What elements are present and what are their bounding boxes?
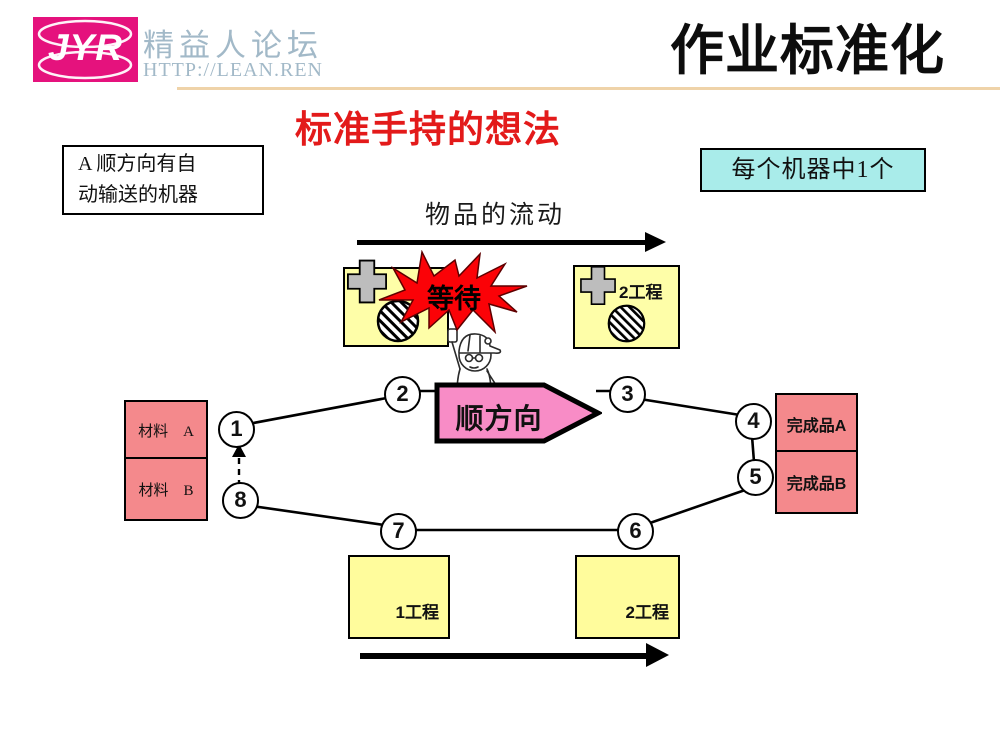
process1-label: 1工程 xyxy=(395,603,439,622)
logo-text: JYR xyxy=(48,27,123,68)
machine-note-line2: 动输送的机器 xyxy=(78,184,198,206)
brand-url: HTTP://LEAN.REN xyxy=(143,59,323,81)
jyr-logo: JYR xyxy=(33,17,138,82)
material-a-box: 材料 A xyxy=(124,400,208,461)
process2-label: 2工程 xyxy=(625,603,669,622)
machine-plus-icon xyxy=(347,259,387,304)
machine-note-line1: A 顺方向有自 xyxy=(78,153,197,175)
station-5: 5 xyxy=(737,459,774,496)
station-4: 4 xyxy=(735,403,772,440)
flow-label: 物品的流动 xyxy=(425,202,566,229)
station-1: 1 xyxy=(218,411,255,448)
machine2-label: 2工程 xyxy=(619,283,663,302)
explosion-icon xyxy=(378,250,528,334)
flow-arrow-head xyxy=(645,232,666,252)
diagram-title: 标准手持的想法 xyxy=(295,109,561,150)
bottom-flow-arrow xyxy=(360,653,648,659)
process1-box: 1工程 xyxy=(348,555,450,639)
machine-plus-icon xyxy=(580,266,616,305)
per-machine-note-box: 每个机器中1个 xyxy=(700,148,926,192)
wait-label: 等待 xyxy=(427,284,481,314)
station-8: 8 xyxy=(222,482,259,519)
direction-label: 顺方向 xyxy=(455,403,543,434)
product-a-box: 完成品A xyxy=(775,393,858,454)
worker-icon xyxy=(447,328,502,394)
machine-note-box: A 顺方向有自 动输送的机器 xyxy=(62,145,264,215)
slide-heading: 作业标准化 xyxy=(670,21,945,81)
hatched-part-icon xyxy=(607,304,646,343)
header-divider xyxy=(177,87,1000,90)
direction-arrow-shape xyxy=(434,382,602,444)
bottom-flow-arrow-head xyxy=(646,643,669,667)
station-3: 3 xyxy=(609,376,646,413)
material-b-box: 材料 B xyxy=(124,457,208,521)
brand-name: 精益人论坛 xyxy=(143,28,323,63)
station-7: 7 xyxy=(380,513,417,550)
station-2: 2 xyxy=(384,376,421,413)
station-6: 6 xyxy=(617,513,654,550)
globe-icon xyxy=(37,19,133,80)
flow-arrow xyxy=(357,240,647,245)
process2-box: 2工程 xyxy=(575,555,680,639)
product-b-box: 完成品B xyxy=(775,450,858,514)
